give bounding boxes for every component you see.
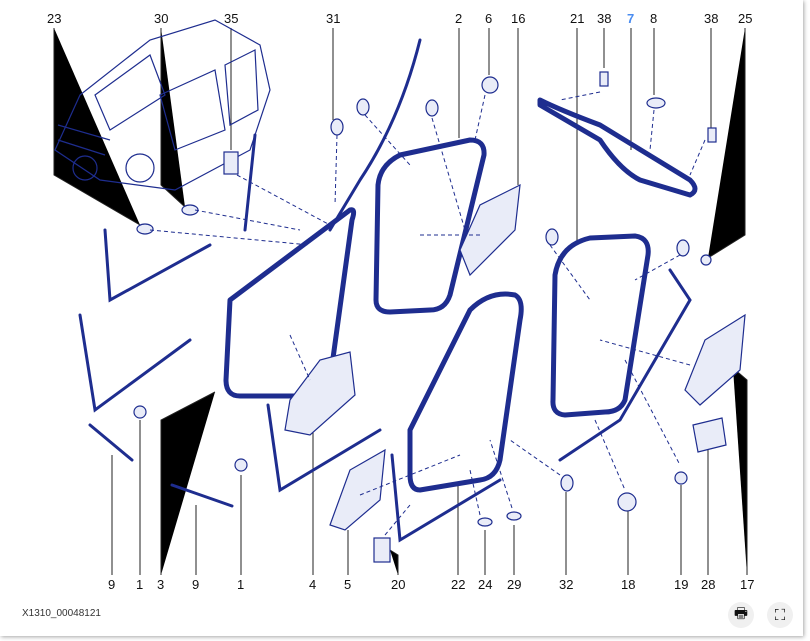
dashed-arrows: [149, 91, 706, 536]
parts-diagram: 23 30 35 31 2 6 16 21 38 7 8 38 25 9 1 3…: [47, 11, 754, 592]
diagram-reference: X1310_00048121: [22, 608, 101, 619]
label-31[interactable]: 31: [326, 11, 340, 26]
label-16[interactable]: 16: [511, 11, 525, 26]
top-labels: 23 30 35 31 2 6 16 21 38 7 8 38 25: [47, 11, 752, 26]
fullscreen-button[interactable]: ⛶: [767, 602, 793, 628]
label-24[interactable]: 24: [478, 577, 492, 592]
vehicle-illustration: [54, 19, 271, 191]
label-38[interactable]: 38: [597, 11, 611, 26]
label-32[interactable]: 32: [559, 577, 573, 592]
label-28[interactable]: 28: [701, 577, 715, 592]
label-2[interactable]: 2: [455, 11, 462, 26]
label-22[interactable]: 22: [451, 577, 465, 592]
label-30[interactable]: 30: [154, 11, 168, 26]
label-38b[interactable]: 38: [704, 11, 718, 26]
label-23[interactable]: 23: [47, 11, 61, 26]
label-4[interactable]: 4: [309, 577, 316, 592]
bottom-labels: 9 1 3 9 1 4 5 20 22 24 29 32 18 19 28 17: [108, 577, 754, 592]
label-3[interactable]: 3: [157, 577, 164, 592]
label-25[interactable]: 25: [738, 11, 752, 26]
label-5[interactable]: 5: [344, 577, 351, 592]
label-6[interactable]: 6: [485, 11, 492, 26]
label-8[interactable]: 8: [650, 11, 657, 26]
label-1b[interactable]: 1: [237, 577, 244, 592]
door-panels: [133, 71, 746, 563]
label-1[interactable]: 1: [136, 577, 143, 592]
label-18[interactable]: 18: [621, 577, 635, 592]
fullscreen-icon: ⛶: [774, 606, 786, 624]
print-button[interactable]: 🖶: [728, 602, 754, 628]
door-seals: [78, 38, 698, 543]
label-19[interactable]: 19: [674, 577, 688, 592]
label-29[interactable]: 29: [507, 577, 521, 592]
label-35[interactable]: 35: [224, 11, 238, 26]
label-20[interactable]: 20: [391, 577, 405, 592]
label-7[interactable]: 7: [627, 11, 634, 26]
label-9b[interactable]: 9: [192, 577, 199, 592]
label-17[interactable]: 17: [740, 577, 754, 592]
print-icon: 🖶: [733, 604, 749, 622]
label-21[interactable]: 21: [570, 11, 584, 26]
label-9[interactable]: 9: [108, 577, 115, 592]
